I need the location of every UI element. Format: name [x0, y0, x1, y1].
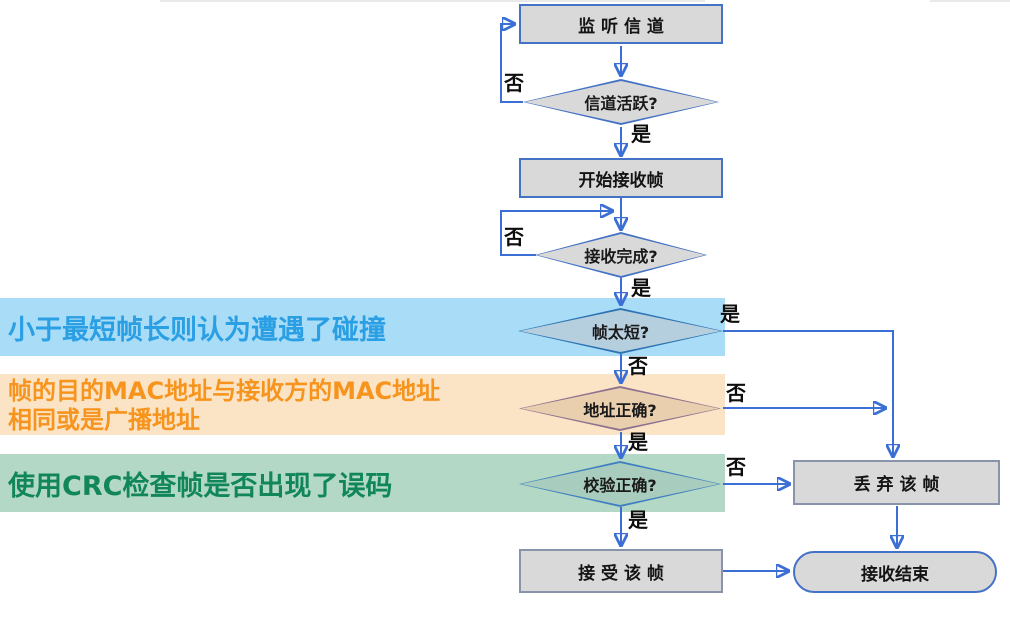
- process-listen-channel-label: 监 听 信 道: [578, 16, 664, 37]
- label-frame-too-short-no: 否: [628, 354, 648, 378]
- cropped-text-remnant: [160, 0, 705, 2]
- label-crc-correct-yes: 是: [628, 508, 648, 532]
- label-channel-active-yes: 是: [631, 122, 651, 146]
- process-start-receive: 开始接收帧: [519, 158, 723, 198]
- decision-receive-done-label: 接收完成?: [584, 247, 658, 266]
- process-accept-frame-label: 接 受 该 帧: [578, 563, 664, 584]
- label-address-correct-yes: 是: [628, 430, 648, 454]
- decision-receive-done: 接收完成?: [535, 232, 707, 278]
- label-receive-done-no: 否: [504, 225, 524, 249]
- process-listen-channel: 监 听 信 道: [519, 4, 723, 44]
- edge-active-no-loop: [500, 24, 523, 103]
- process-start-receive-label: 开始接收帧: [578, 170, 664, 191]
- annotation-mac-line2: 相同或是广播地址: [8, 406, 200, 434]
- edge-short-yes-to-discard: [723, 330, 893, 455]
- terminator-receive-end-label: 接收结束: [861, 564, 929, 585]
- decision-frame-too-short: 帧太短?: [518, 308, 723, 354]
- label-receive-done-yes: 是: [631, 276, 651, 300]
- terminator-receive-end: 接收结束: [793, 551, 997, 593]
- label-crc-correct-no: 否: [726, 455, 746, 479]
- decision-crc-correct-label: 校验正确?: [583, 476, 657, 495]
- process-accept-frame: 接 受 该 帧: [519, 549, 723, 593]
- annotation-mac-line1: 帧的目的MAC地址与接收方的MAC地址: [8, 377, 441, 405]
- annotation-mac-text: 帧的目的MAC地址与接收方的MAC地址 相同或是广播地址: [0, 377, 440, 435]
- cropped-text-remnant: [930, 0, 1010, 2]
- edge-done-no-loop: [500, 211, 611, 256]
- label-channel-active-no: 否: [504, 71, 524, 95]
- decision-channel-active: 信道活跃?: [523, 79, 719, 125]
- annotation-crc-text: 使用CRC检查帧是否出现了误码: [8, 470, 393, 502]
- process-discard-frame: 丢 弃 该 帧: [793, 460, 1000, 505]
- label-frame-too-short-yes: 是: [720, 302, 740, 326]
- decision-frame-too-short-label: 帧太短?: [591, 323, 650, 342]
- decision-crc-correct: 校验正确?: [519, 461, 721, 507]
- label-address-correct-no: 否: [726, 381, 746, 405]
- decision-address-correct-label: 地址正确?: [583, 400, 657, 420]
- process-discard-frame-label: 丢 弃 该 帧: [853, 475, 940, 495]
- annotation-collision-text: 小于最短帧长则认为遭遇了碰撞: [8, 314, 386, 346]
- decision-channel-active-label: 信道活跃?: [584, 94, 658, 113]
- decision-address-correct: 地址正确?: [519, 386, 721, 431]
